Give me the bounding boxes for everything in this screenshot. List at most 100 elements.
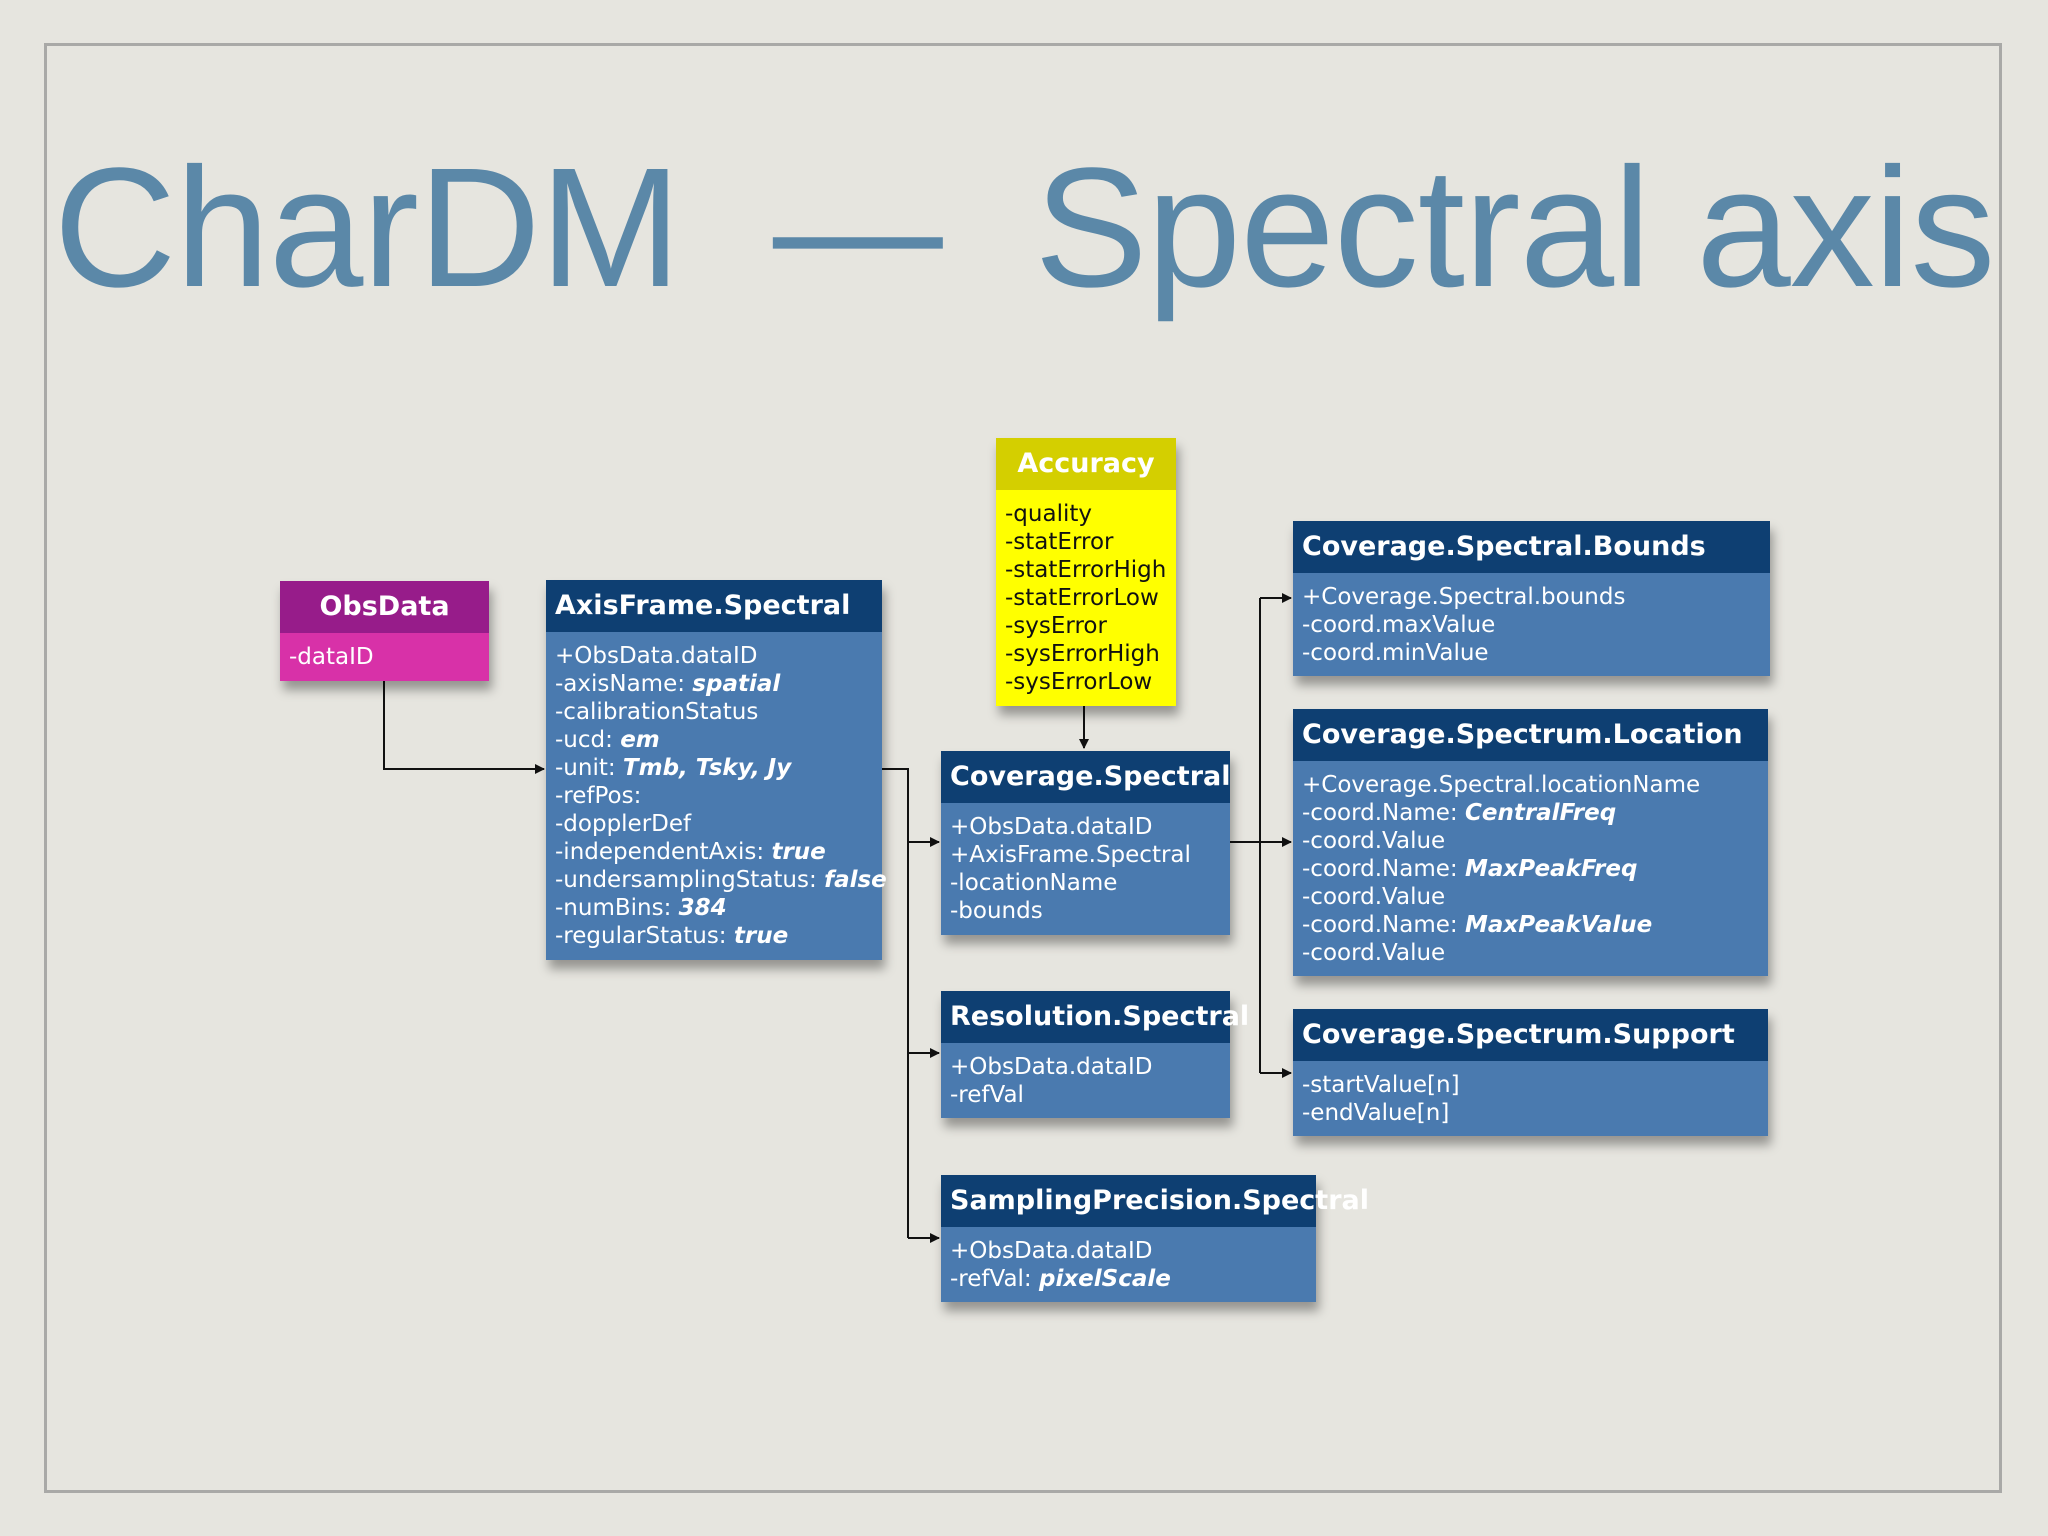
attribute-value: spatial bbox=[692, 671, 781, 697]
attribute-value: CentralFreq bbox=[1464, 800, 1617, 826]
class-attributes: +ObsData.dataID-axisName: spatial-calibr… bbox=[546, 632, 887, 958]
class-header: AxisFrame.Spectral bbox=[546, 580, 882, 632]
class-samplingprecision-spectral: SamplingPrecision.Spectral +ObsData.dataI… bbox=[941, 1175, 1369, 1302]
attribute-line: +ObsData.dataID bbox=[950, 813, 1221, 841]
class-header: Coverage.Spectral bbox=[941, 751, 1231, 803]
attribute-line: -coord.Value bbox=[1302, 827, 1759, 855]
attribute-name: +ObsData.dataID bbox=[555, 643, 758, 669]
attribute-line: -statErrorLow bbox=[1005, 584, 1167, 612]
attribute-line: -sysError bbox=[1005, 612, 1167, 640]
attribute-line: -startValue[n] bbox=[1302, 1071, 1759, 1099]
class-accuracy: Accuracy-quality-statError-statErrorHigh… bbox=[996, 438, 1176, 706]
attribute-line: -independentAxis: true bbox=[555, 838, 873, 866]
attribute-line: +ObsData.dataID bbox=[555, 642, 873, 670]
attribute-name: -calibrationStatus bbox=[555, 699, 759, 725]
attribute-name: -dataID bbox=[289, 644, 374, 670]
class-header: SamplingPrecision.Spectral bbox=[941, 1175, 1369, 1227]
attribute-name: -independentAxis: bbox=[555, 839, 772, 865]
attribute-line: +ObsData.dataID bbox=[950, 1053, 1221, 1081]
attribute-name: -coord.Name: bbox=[1302, 800, 1465, 826]
class-attributes: -dataID bbox=[280, 633, 489, 679]
slide-frame bbox=[44, 43, 2002, 1493]
attribute-line: -calibrationStatus bbox=[555, 698, 873, 726]
attribute-line: -statError bbox=[1005, 528, 1167, 556]
attribute-name: -bounds bbox=[950, 898, 1043, 924]
class-attributes: -startValue[n]-endValue[n] bbox=[1293, 1061, 1768, 1135]
attribute-line: -quality bbox=[1005, 500, 1167, 528]
attribute-value: pixelScale bbox=[1039, 1266, 1171, 1292]
attribute-line: -coord.Name: MaxPeakValue bbox=[1302, 911, 1759, 939]
attribute-line: +Coverage.Spectral.locationName bbox=[1302, 771, 1759, 799]
attribute-name: -refVal bbox=[950, 1082, 1024, 1108]
class-obsdata: ObsData -dataID bbox=[280, 581, 489, 681]
attribute-name: -coord.maxValue bbox=[1302, 612, 1496, 638]
class-coverage-spectral-bounds: Coverage.Spectral.Bounds+Coverage.Spectr… bbox=[1293, 521, 1770, 676]
class-header: Resolution.Spectral bbox=[941, 991, 1249, 1043]
class-attributes: -quality-statError-statErrorHigh-statErr… bbox=[996, 490, 1176, 704]
class-header: Accuracy bbox=[996, 438, 1176, 490]
slide-title: CharDM — Spectral axis bbox=[53, 133, 1996, 323]
attribute-value: em bbox=[620, 727, 660, 753]
attribute-line: -refPos: bbox=[555, 782, 873, 810]
attribute-name: -quality bbox=[1005, 501, 1092, 527]
attribute-name: -sysErrorLow bbox=[1005, 669, 1153, 695]
attribute-name: -dopplerDef bbox=[555, 811, 692, 837]
class-attributes: +Coverage.Spectral.locationName-coord.Na… bbox=[1293, 761, 1768, 975]
attribute-name: +Coverage.Spectral.locationName bbox=[1302, 772, 1701, 798]
attribute-name: -endValue[n] bbox=[1302, 1100, 1450, 1126]
attribute-value: true bbox=[771, 839, 826, 865]
attribute-line: -endValue[n] bbox=[1302, 1099, 1759, 1127]
attribute-value: MaxPeakValue bbox=[1464, 912, 1653, 938]
attribute-name: -undersamplingStatus: bbox=[555, 867, 825, 893]
attribute-name: -coord.Value bbox=[1302, 884, 1446, 910]
attribute-line: -undersamplingStatus: false bbox=[555, 866, 887, 894]
attribute-line: -sysErrorHigh bbox=[1005, 640, 1167, 668]
attribute-line: -coord.Name: CentralFreq bbox=[1302, 799, 1759, 827]
class-attributes: +ObsData.dataID-refVal bbox=[941, 1043, 1230, 1117]
attribute-line: -unit: Tmb, Tsky, Jy bbox=[555, 754, 873, 782]
attribute-name: -numBins: bbox=[555, 895, 679, 921]
attribute-name: +ObsData.dataID bbox=[950, 814, 1153, 840]
attribute-value: Tmb, Tsky, Jy bbox=[622, 755, 792, 781]
class-header: Coverage.Spectral.Bounds bbox=[1293, 521, 1770, 573]
attribute-line: +Coverage.Spectral.bounds bbox=[1302, 583, 1761, 611]
attribute-name: -sysErrorHigh bbox=[1005, 641, 1160, 667]
attribute-line: -bounds bbox=[950, 897, 1221, 925]
connector-axisframe-bus bbox=[882, 768, 909, 1238]
attribute-name: -axisName: bbox=[555, 671, 693, 697]
attribute-line: -dopplerDef bbox=[555, 810, 873, 838]
attribute-value: MaxPeakFreq bbox=[1464, 856, 1638, 882]
attribute-name: -statError bbox=[1005, 529, 1114, 555]
class-header: Coverage.Spectrum.Support bbox=[1293, 1009, 1768, 1061]
attribute-line: -coord.Value bbox=[1302, 883, 1759, 911]
attribute-name: -statErrorLow bbox=[1005, 585, 1159, 611]
class-attributes: +Coverage.Spectral.bounds-coord.maxValue… bbox=[1293, 573, 1770, 675]
attribute-line: -coord.Value bbox=[1302, 939, 1759, 967]
attribute-line: -locationName bbox=[950, 869, 1221, 897]
attribute-line: -refVal: pixelScale bbox=[950, 1265, 1307, 1293]
attribute-line: -ucd: em bbox=[555, 726, 873, 754]
attribute-line: -statErrorHigh bbox=[1005, 556, 1167, 584]
attribute-name: -startValue[n] bbox=[1302, 1072, 1460, 1098]
attribute-line: -coord.maxValue bbox=[1302, 611, 1761, 639]
class-header: ObsData bbox=[280, 581, 489, 633]
class-coverage-spectrum-support: Coverage.Spectrum.Support-startValue[n]-… bbox=[1293, 1009, 1768, 1136]
attribute-line: -coord.Name: MaxPeakFreq bbox=[1302, 855, 1759, 883]
attribute-name: -unit: bbox=[555, 755, 623, 781]
attribute-line: -coord.minValue bbox=[1302, 639, 1761, 667]
attribute-name: -coord.Value bbox=[1302, 940, 1446, 966]
attribute-value: true bbox=[733, 923, 789, 949]
attribute-name: +ObsData.dataID bbox=[950, 1238, 1153, 1264]
attribute-line: +ObsData.dataID bbox=[950, 1237, 1307, 1265]
class-header: Coverage.Spectrum.Location bbox=[1293, 709, 1768, 761]
attribute-line: -refVal bbox=[950, 1081, 1221, 1109]
attribute-name: -sysError bbox=[1005, 613, 1107, 639]
attribute-value: false bbox=[824, 867, 887, 893]
attribute-line: -regularStatus: true bbox=[555, 922, 873, 950]
attribute-line: -numBins: 384 bbox=[555, 894, 873, 922]
class-axisframe-spectral: AxisFrame.Spectral+ObsData.dataID-axisNa… bbox=[546, 580, 887, 960]
class-attributes: +ObsData.dataID+AxisFrame.Spectral-locat… bbox=[941, 803, 1230, 933]
attribute-line: -dataID bbox=[289, 643, 480, 671]
class-coverage-spectrum-location: Coverage.Spectrum.Location+Coverage.Spec… bbox=[1293, 709, 1768, 976]
